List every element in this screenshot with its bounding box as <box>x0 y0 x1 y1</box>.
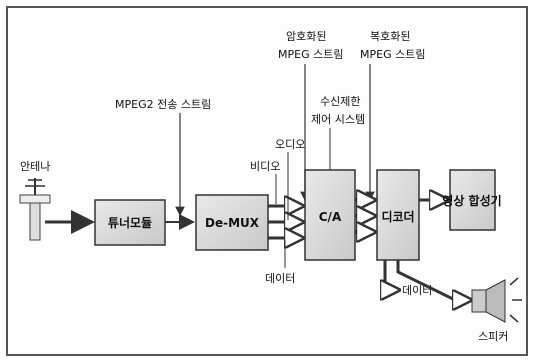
decoder-box: 디코더 <box>377 170 419 260</box>
cas-label-2: 제어 시스템 <box>311 113 365 126</box>
antenna-icon <box>20 178 50 240</box>
cas-label-1: 수신제한 <box>320 95 360 108</box>
ca-box: C/A <box>305 170 355 260</box>
tuner-module-label: 튜너모듈 <box>108 215 152 230</box>
speaker-label: 스피커 <box>478 330 508 343</box>
ca-label: C/A <box>319 210 342 224</box>
tuner-module-box: 튜너모듈 <box>95 200 165 245</box>
demux-label: De-MUX <box>205 216 260 230</box>
antenna-label: 안테나 <box>20 160 50 173</box>
encrypted-stream-label-2: MPEG 스트림 <box>278 48 343 61</box>
video-processor-label: 영상 합성기 <box>442 193 501 208</box>
video-label: 비디오 <box>250 160 280 173</box>
encrypted-stream-label-1: 암호화된 <box>286 30 326 43</box>
audio-label: 오디오 <box>275 138 305 151</box>
speaker-icon <box>472 278 522 322</box>
decrypted-stream-label-1: 복호화된 <box>370 30 410 43</box>
decoder-label: 디코더 <box>381 209 414 224</box>
mpeg2-stream-label: MPEG2 전송 스트림 <box>115 98 211 111</box>
data-bottom-label: 데이터 <box>265 272 295 285</box>
decrypted-stream-label-2: MPEG 스트림 <box>360 48 425 61</box>
video-processor-box: 영상 합성기 <box>442 170 501 230</box>
demux-box: De-MUX <box>196 195 268 250</box>
arrow-data-right <box>385 260 398 290</box>
